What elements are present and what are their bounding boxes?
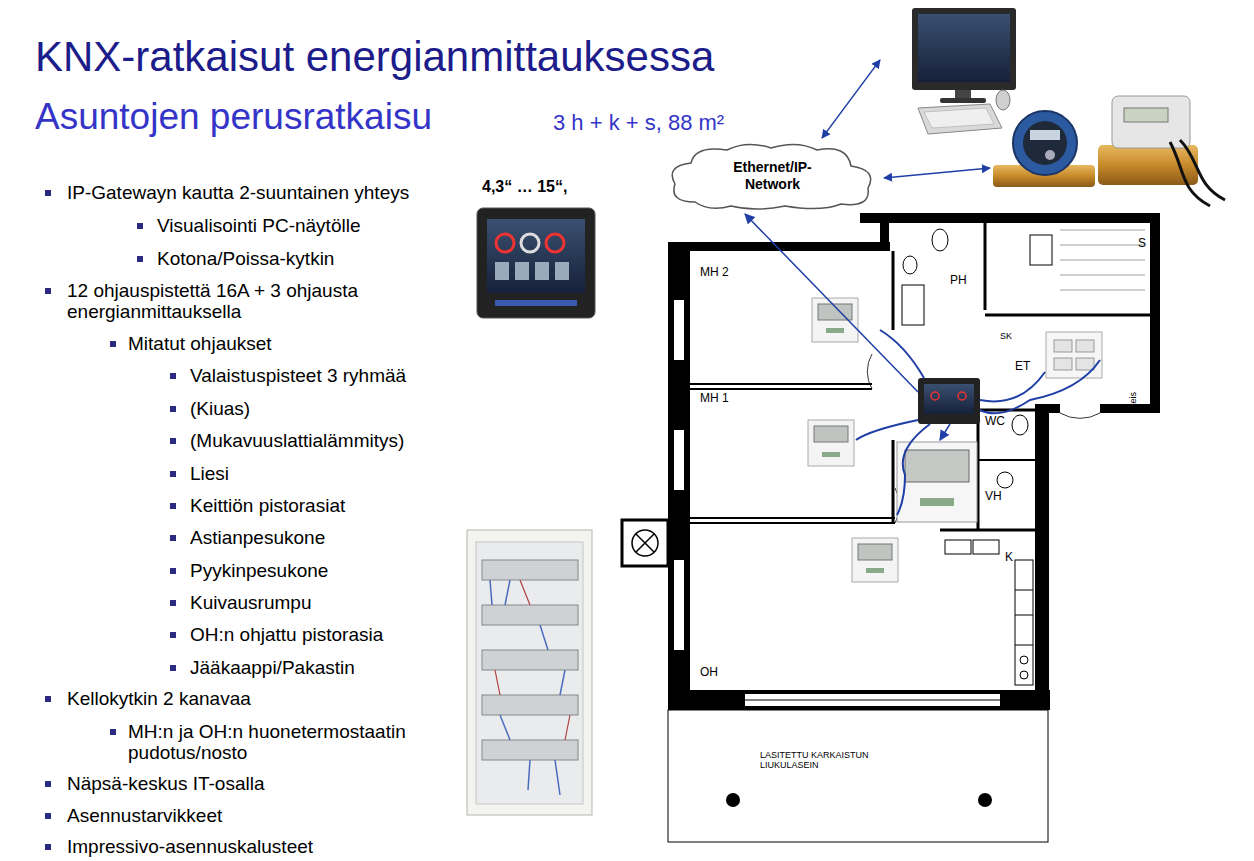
bullet-square [45, 190, 51, 196]
bullet-text: Jääkaappi/Pakastin [190, 657, 355, 678]
bullet-square [137, 256, 143, 262]
bullet-text: Kellokytkin 2 kanavaa [67, 688, 251, 709]
bullet-square [170, 438, 176, 444]
bullet-text: (Mukavuuslattialämmitys) [190, 430, 404, 451]
bullet-text: OH:n ohjattu pistorasia [190, 624, 383, 645]
balcony-note: LASITETTU KARKAISTUN LIUKULASEIN [760, 750, 900, 771]
room-label: S [1138, 237, 1146, 251]
floor-plan [622, 213, 1160, 842]
bullet-square [137, 223, 143, 229]
bullet-square [170, 406, 176, 412]
bullet-text: Asennustarvikkeet [67, 805, 222, 826]
room-label: Eteis [1128, 392, 1138, 412]
bullet-square [45, 813, 51, 819]
distribution-cabinet [467, 530, 592, 815]
heat-meter [1098, 96, 1225, 206]
touch-panel [477, 208, 595, 318]
bullet-square [170, 568, 176, 574]
room-label: K [1005, 551, 1013, 565]
bullet-text: Mitatut ohjaukset [128, 333, 272, 354]
bullet-text: Pyykinpesukone [190, 560, 328, 581]
bullet-text: Näpsä-keskus IT-osalla [67, 773, 264, 794]
bullet-text: Kuivausrumpu [190, 592, 311, 613]
subtitle: Asuntojen perusratkaisu [35, 96, 432, 139]
bullet-square [170, 373, 176, 379]
bullet-text: Impressivo-asennuskalusteet [67, 836, 313, 857]
water-meter [993, 111, 1095, 187]
bullet-square [45, 288, 51, 294]
screen-size: 4,3“ … 15“, [482, 178, 567, 196]
bullet-text: (Kiuas) [190, 398, 250, 419]
bullet-square [170, 600, 176, 606]
node-text: Ethernet/IP-Network [723, 159, 823, 193]
bullet-square [170, 471, 176, 477]
network-lines [745, 60, 1100, 515]
room-label: PH [950, 274, 967, 288]
bullet-square [45, 696, 51, 702]
bullet-text: Valaistuspisteet 3 ryhmää [190, 365, 406, 386]
bullet-text: Liesi [190, 463, 229, 484]
bullet-text: Keittiön pistorasiat [190, 495, 345, 516]
bullet-square [170, 535, 176, 541]
title: KNX-ratkaisut energianmittauksessa [35, 33, 714, 81]
bullet-square [45, 781, 51, 787]
room-thermostats [808, 298, 1102, 582]
room-label: SK [1000, 331, 1012, 341]
room-label: MH 2 [700, 266, 729, 280]
bullet-square [45, 844, 51, 850]
room-label: VH [985, 490, 1002, 504]
room-label: OH [700, 666, 718, 680]
bullet-text: MH:n ja OH:n huonetermostaatin pudotus/n… [128, 721, 448, 763]
network-cloud: Ethernet/IP-Network [665, 140, 880, 212]
pc-computer [912, 8, 1016, 134]
bullet-square [170, 665, 176, 671]
bullet-square [110, 341, 116, 347]
bullet-text: Astianpesukone [190, 527, 325, 548]
bullet-square [170, 632, 176, 638]
room-label: ET [1015, 360, 1030, 374]
bullet-text: IP-Gatewayn kautta 2-suuntainen yhteys [67, 182, 409, 203]
room-label: WC [985, 415, 1005, 429]
bullet-square [170, 503, 176, 509]
room-label: MH 1 [700, 392, 729, 406]
bullet-text: Visualisointi PC-näytölle [157, 215, 360, 236]
bullet-text: 12 ohjauspistettä 16A + 3 ohjausta energ… [67, 280, 407, 322]
cloud-text-holder: Ethernet/IP-Network [665, 140, 880, 212]
bullet-square [110, 729, 116, 735]
subtitle-detail: 3 h + k + s, 88 m² [553, 110, 724, 135]
bullet-text: Kotona/Poissa-kytkin [157, 248, 334, 269]
